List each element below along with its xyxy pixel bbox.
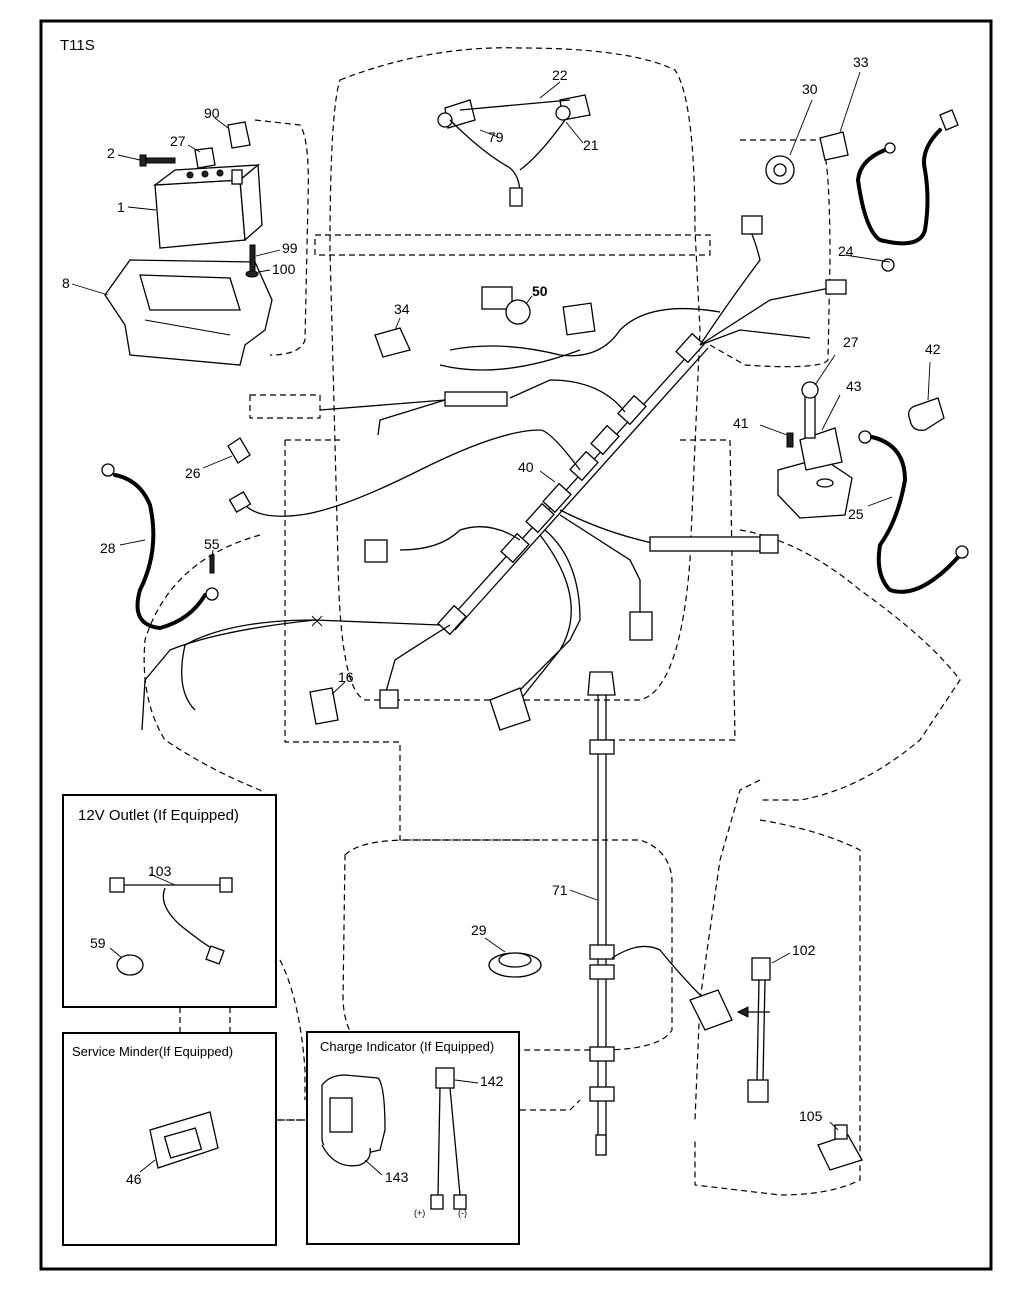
callout-59: 59 [90, 935, 106, 951]
charge-indicator-box: Charge Indicator (If Equipped) (+) (-) [306, 1031, 520, 1245]
callout-55: 55 [204, 536, 220, 552]
callout-102: 102 [792, 942, 816, 958]
callout-40: 40 [518, 459, 534, 475]
callout-30: 30 [802, 81, 818, 97]
harness-71 [569, 671, 733, 1156]
model-code: T11S [60, 37, 95, 54]
callout-46: 46 [126, 1171, 142, 1187]
callout-43: 43 [846, 378, 862, 394]
charge-indicator-title: Charge Indicator (If Equipped) [320, 1039, 494, 1054]
bolt-55 [209, 549, 215, 574]
fuse-26 [202, 437, 251, 469]
callout-42: 42 [925, 341, 941, 357]
callout-29: 29 [471, 922, 487, 938]
callout-90: 90 [204, 105, 220, 121]
grommet-29 [484, 937, 542, 978]
callout-27b: 27 [843, 334, 859, 350]
callout-79: 79 [488, 129, 504, 145]
battery-cable-24 [844, 109, 959, 272]
callout-99: 99 [282, 240, 298, 256]
ignition-switch [765, 71, 861, 185]
callout-100: 100 [272, 261, 296, 277]
callout-1: 1 [117, 199, 125, 215]
callout-143: 143 [385, 1169, 409, 1185]
callout-16: 16 [338, 669, 354, 685]
callout-142: 142 [480, 1073, 504, 1089]
callout-21: 21 [583, 137, 599, 153]
switch-harness-102 [736, 952, 791, 1103]
callout-26: 26 [185, 465, 201, 481]
callout-27a: 27 [170, 133, 186, 149]
diagram-frame [39, 19, 993, 1271]
battery-assembly [71, 117, 281, 366]
callout-103: 103 [148, 863, 172, 879]
connector-16 [309, 681, 346, 725]
minus-label: (-) [458, 1208, 467, 1218]
main-harness [141, 215, 847, 731]
callout-22: 22 [552, 67, 568, 83]
service-minder-title: Service Minder(If Equipped) [72, 1044, 233, 1059]
callout-2: 2 [107, 145, 115, 161]
callout-28: 28 [100, 540, 116, 556]
headlight-harness [437, 81, 591, 207]
solenoid-assembly [759, 354, 945, 519]
callout-71: 71 [552, 882, 568, 898]
plus-label: (+) [414, 1208, 425, 1218]
battery-cable-25 [858, 430, 969, 594]
ground-cable-28 [101, 463, 219, 631]
outlet-box-title: 12V Outlet (If Equipped) [78, 807, 239, 824]
callout-labels: 1 2 8 16 21 22 24 25 26 27 27 28 29 30 3… [62, 54, 941, 1187]
switch-34 [374, 317, 411, 358]
callout-34: 34 [394, 301, 410, 317]
callout-50: 50 [532, 283, 548, 299]
callout-33: 33 [853, 54, 869, 70]
outlet-box: 12V Outlet (If Equipped) [62, 794, 277, 1008]
service-minder-box: Service Minder(If Equipped) [62, 1032, 277, 1246]
tractor-outline [143, 47, 961, 1196]
callout-25: 25 [848, 506, 864, 522]
callout-24: 24 [838, 243, 854, 259]
callout-8: 8 [62, 275, 70, 291]
relay-50 [481, 286, 533, 325]
callout-41: 41 [733, 415, 749, 431]
switch-105 [817, 1121, 863, 1171]
callout-105: 105 [799, 1108, 823, 1124]
